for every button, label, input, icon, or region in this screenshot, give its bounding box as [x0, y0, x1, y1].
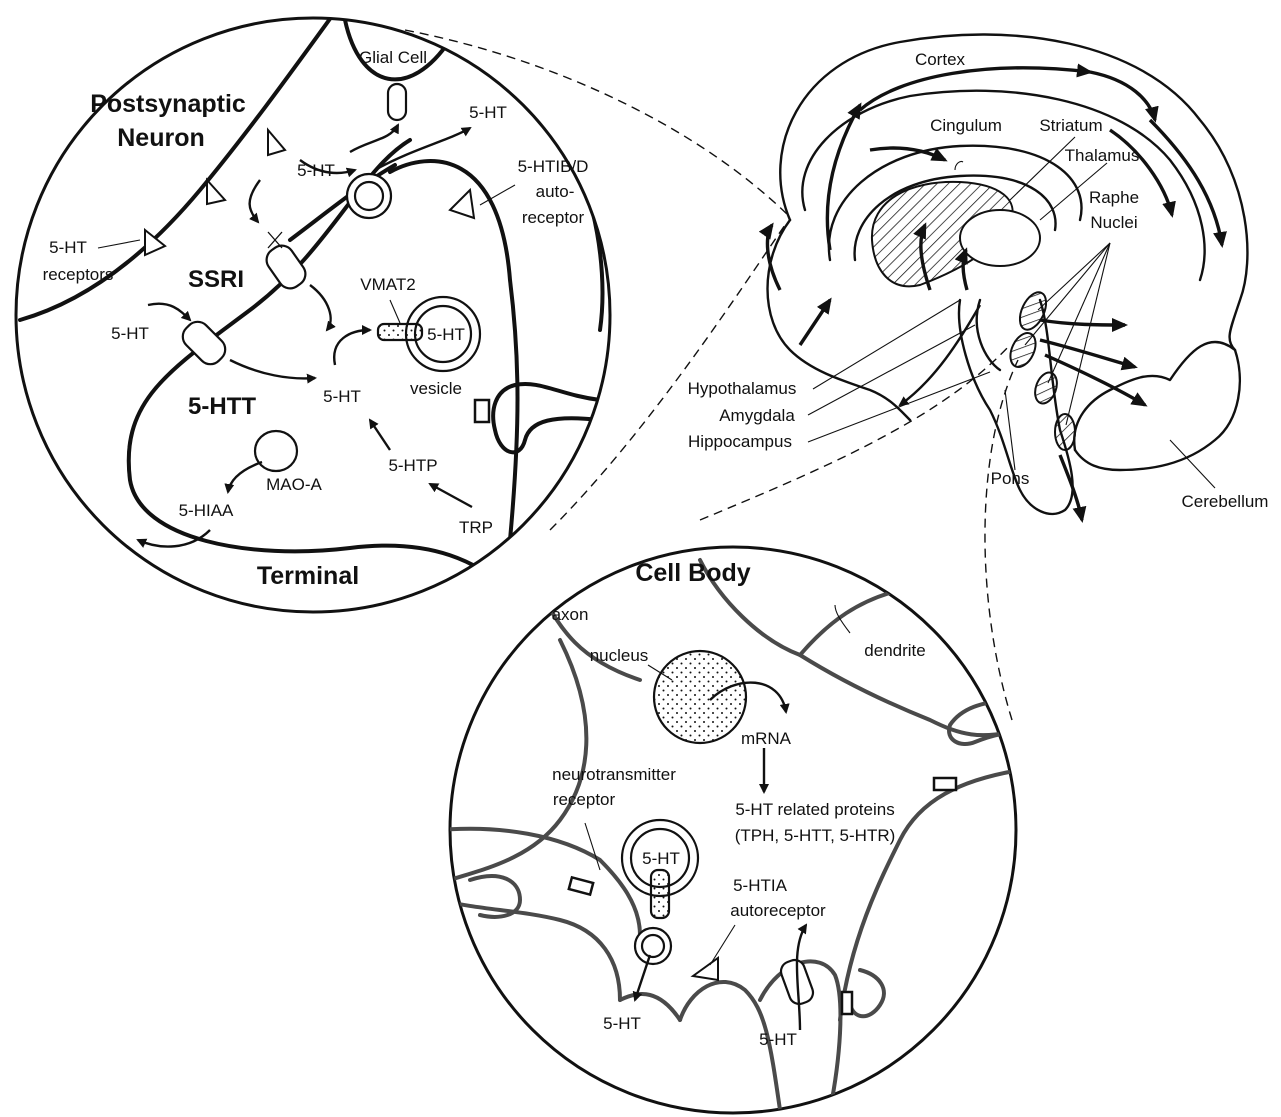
- autoreceptor-label-3: receptor: [522, 208, 585, 227]
- cell-body-title: Cell Body: [635, 559, 750, 587]
- nucleus-label: nucleus: [590, 646, 649, 665]
- ssri-label: SSRI: [188, 266, 244, 293]
- ht-upper-left-label: 5-HT: [297, 161, 335, 180]
- htia-label-1: 5-HTIA: [733, 876, 788, 895]
- proteins-label-1: 5-HT related proteins: [735, 800, 894, 819]
- cellbody-panel: Cell Body axon dendrite nucleus mRNA 5-H…: [440, 547, 1020, 1113]
- cerebellum-label: Cerebellum: [1182, 492, 1269, 511]
- htp-label: 5-HTP: [388, 456, 437, 475]
- terminal-panel: Postsynaptic Neuron Glial Cell 5-HT 5-HT…: [16, 5, 610, 612]
- ht-top-label: 5-HT: [469, 103, 507, 122]
- amygdala-label: Amygdala: [719, 406, 795, 425]
- brain-panel: Cortex Cingulum Striatum Thalamus Raphe …: [688, 34, 1269, 520]
- ht-release-label: 5-HT: [603, 1014, 641, 1033]
- cingulum-label: Cingulum: [930, 116, 1002, 135]
- raphe-label-1: Raphe: [1089, 188, 1139, 207]
- receptors-label-2: receptors: [43, 265, 114, 284]
- postsynaptic-label-2: Neuron: [117, 124, 205, 152]
- vesicle-label: vesicle: [410, 379, 462, 398]
- cortex-label: Cortex: [915, 50, 966, 69]
- ht-reuptake-label: 5-HT: [759, 1030, 797, 1049]
- mrna-label: mRNA: [741, 729, 792, 748]
- autoreceptor-label-1: 5-HTIB/D: [518, 157, 589, 176]
- mao-a-label: MAO-A: [266, 475, 322, 494]
- nt-receptor-label-1: neurotransmitter: [552, 765, 676, 784]
- receptors-label-1: 5-HT: [49, 238, 87, 257]
- raphe-label-2: Nuclei: [1090, 213, 1137, 232]
- glial-cell-label: Glial Cell: [359, 48, 427, 67]
- autoreceptor-label-2: auto-: [536, 182, 575, 201]
- htia-label-2: autoreceptor: [730, 901, 826, 920]
- ht-vesicle-label-2: 5-HT: [642, 849, 680, 868]
- pons-label: Pons: [991, 469, 1030, 488]
- ht-vesicle-label: 5-HT: [427, 325, 465, 344]
- hiaa-label: 5-HIAA: [179, 501, 234, 520]
- postsynaptic-label-1: Postsynaptic: [90, 90, 246, 118]
- thalamus-label: Thalamus: [1065, 146, 1140, 165]
- ht-center-label: 5-HT: [323, 387, 361, 406]
- trp-label: TRP: [459, 518, 493, 537]
- terminal-label: Terminal: [257, 562, 359, 590]
- hypothalamus-label: Hypothalamus: [688, 379, 797, 398]
- vmat2-label: VMAT2: [360, 275, 415, 294]
- ht-uptake-label: 5-HT: [111, 324, 149, 343]
- hippocampus-label: Hippocampus: [688, 432, 792, 451]
- nt-receptor-label-2: receptor: [553, 790, 616, 809]
- dendrite-label: dendrite: [864, 641, 925, 660]
- htt-label: 5-HTT: [188, 393, 256, 420]
- axon-label: axon: [552, 605, 589, 624]
- striatum-label: Striatum: [1039, 116, 1102, 135]
- proteins-label-2: (TPH, 5-HTT, 5-HTR): [735, 826, 896, 845]
